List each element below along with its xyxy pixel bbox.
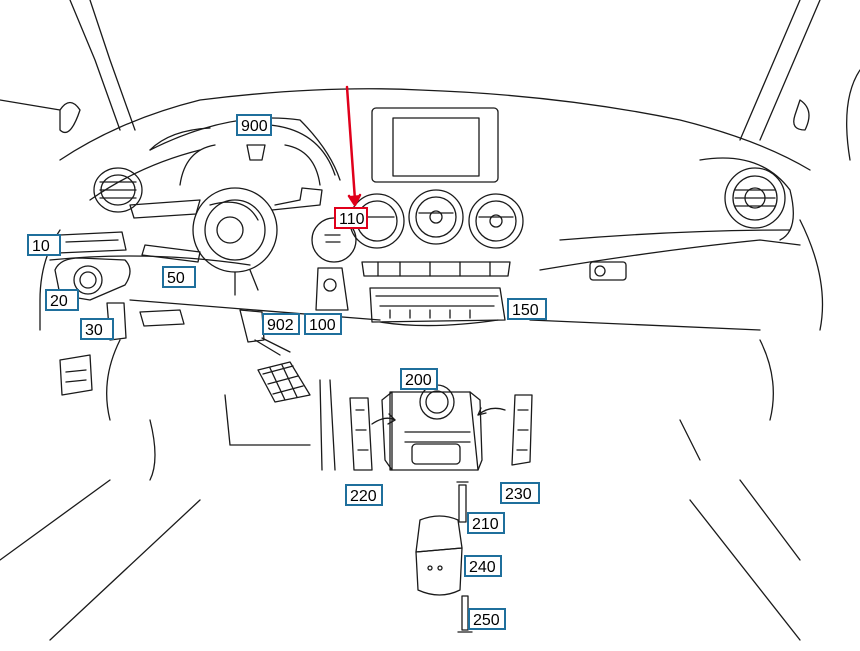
start-stop-module [315,267,349,311]
console-side-trim-left [349,397,373,471]
climate-control-panel [369,287,506,327]
glovebox-handle [589,261,627,281]
combination-lever [141,244,201,263]
footwell-outline [0,379,801,641]
brake-pedal [239,309,311,403]
part-label-110[interactable]: 110 [334,207,368,229]
part-label-100[interactable]: 100 [304,313,342,335]
part-label-30[interactable]: 30 [80,318,114,340]
assembly-arrows [371,407,506,425]
part-label-150[interactable]: 150 [507,298,547,320]
highlight-arrow [345,85,362,207]
part-label-230[interactable]: 230 [500,482,540,504]
part-label-200[interactable]: 200 [400,368,438,390]
part-label-210[interactable]: 210 [467,512,505,534]
part-label-250[interactable]: 250 [468,608,506,630]
display-screen [371,107,499,183]
part-label-902[interactable]: 902 [262,313,300,335]
cluster-bracket [246,144,266,161]
instrument-cluster [149,124,336,186]
part-label-220[interactable]: 220 [345,484,383,506]
center-console [381,384,483,471]
part-label-50[interactable]: 50 [162,266,196,288]
screw-250 [457,595,473,633]
kick-panel [59,309,185,396]
center-vents [349,189,524,277]
windshield-frame [0,0,860,161]
right-air-vent [724,167,786,229]
left-air-vent [93,167,143,213]
part-label-900[interactable]: 900 [236,114,272,136]
console-side-trim-right [511,394,533,466]
part-label-10[interactable]: 10 [27,234,61,256]
part-label-20[interactable]: 20 [45,289,79,311]
screw-210 [456,481,469,523]
steering-wheel-and-clockspring [129,187,323,296]
part-label-240[interactable]: 240 [464,555,502,577]
storage-bin [415,515,463,596]
